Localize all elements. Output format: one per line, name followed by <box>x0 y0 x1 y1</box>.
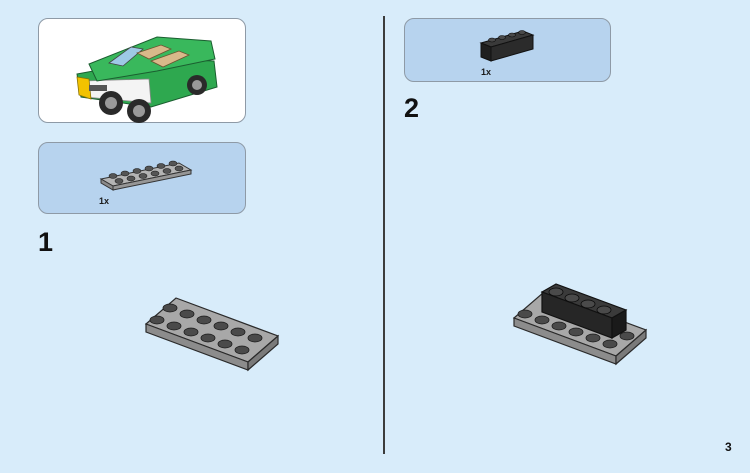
step-1-part-quantity: 1x <box>99 196 110 206</box>
green-car-model-image <box>76 36 218 123</box>
step-1-parts-callout: 1x <box>38 142 246 214</box>
step-divider-line <box>383 16 385 454</box>
step-2-number: 2 <box>404 93 420 123</box>
black-brick-part-icon <box>479 30 535 62</box>
page-number: 3 <box>725 440 732 454</box>
step-1-number: 1 <box>38 227 54 257</box>
step-1-assembly-illustration <box>144 297 280 372</box>
step-2-parts-callout: 1x <box>404 18 611 82</box>
step-2-assembly-illustration <box>512 283 648 366</box>
step-2-part-quantity: 1x <box>481 67 492 77</box>
gray-plate-part-icon <box>99 160 193 191</box>
finished-model-preview <box>38 18 246 123</box>
